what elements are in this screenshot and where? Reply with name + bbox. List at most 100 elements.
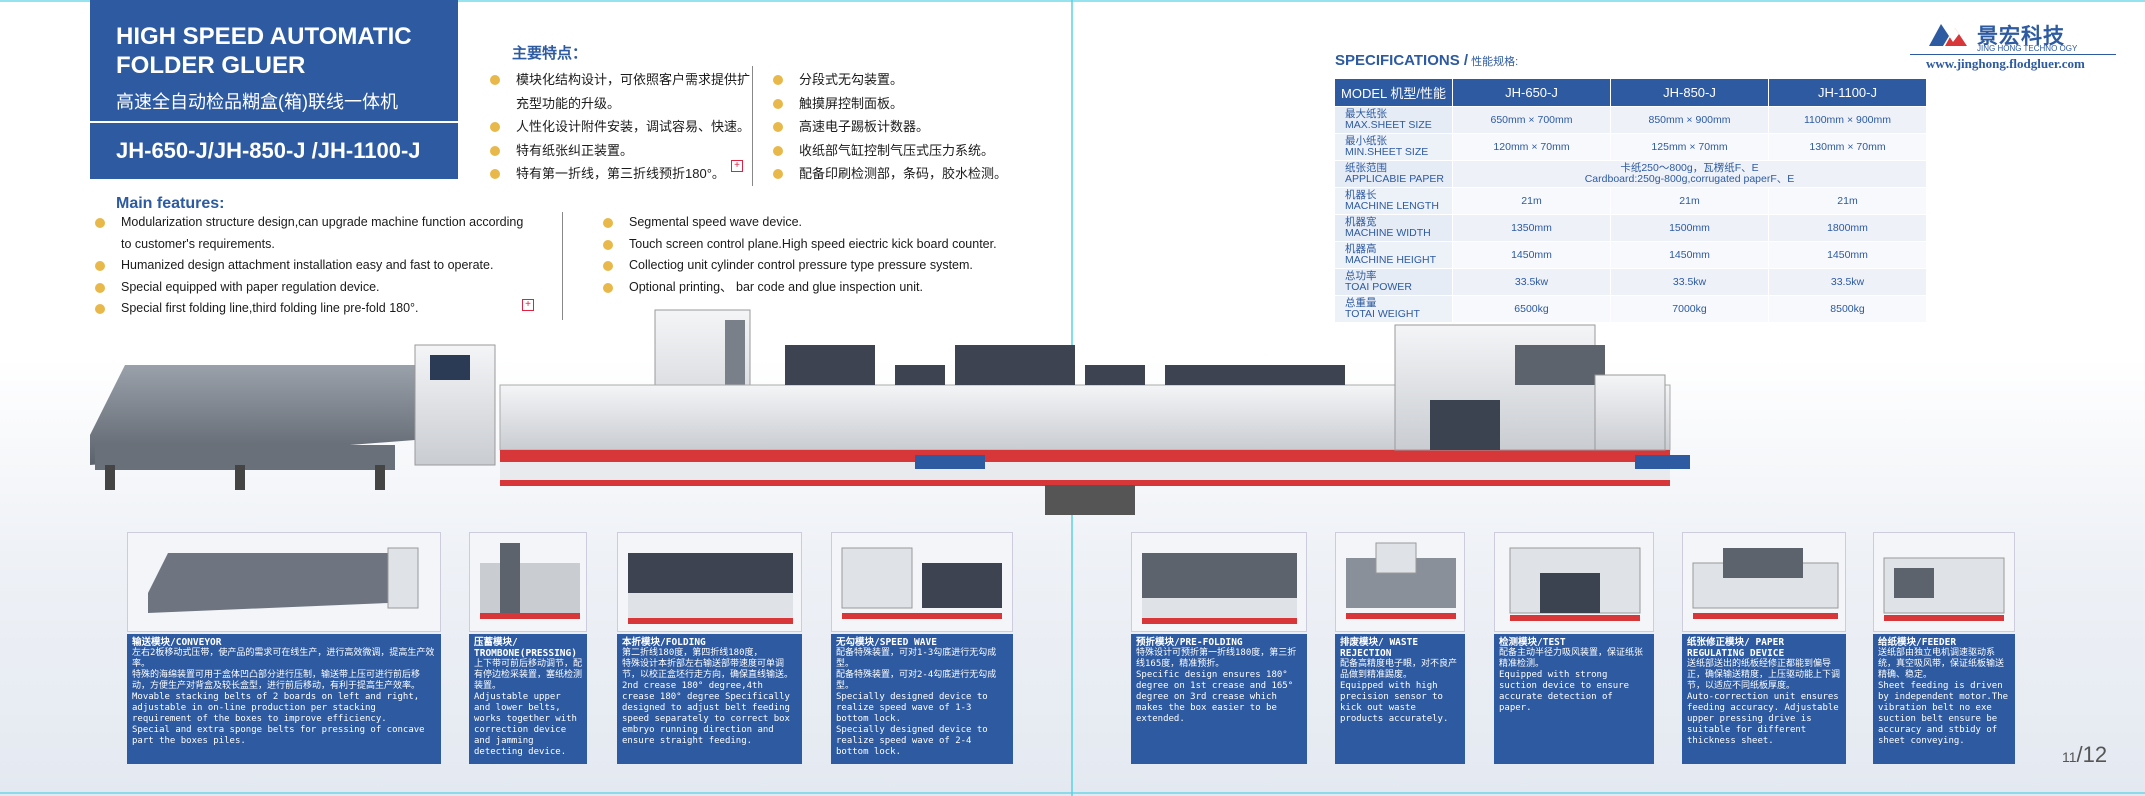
- website-link[interactable]: www.jinghong.flodgluer.com: [1926, 56, 2085, 71]
- module-photo: [469, 532, 587, 632]
- module-description: 特殊设计可预折第一折线180度，第三折线165度，精准预折。 Specific …: [1136, 648, 1297, 724]
- specs-label-en: MACHINE HEIGHT: [1345, 254, 1437, 266]
- logo-cn-text: 景宏科技: [1977, 25, 2065, 48]
- module-info: 压蓄模块/ TROMBONE(PRESSING) 上下带可前后移动调节，配有停边…: [469, 634, 587, 764]
- bullet-icon: [773, 75, 783, 85]
- conveyor-module-image: [148, 547, 419, 613]
- en-features-heading: Main features:: [116, 195, 225, 212]
- specs-table: MODEL 机型/性能 JH-650-J JH-850-J JH-1100-J …: [1334, 78, 1927, 323]
- cn-features-left: 模块化结构设计，可依照客户需求提供扩充型功能的升级。 人性化设计附件安装，调试容…: [490, 68, 752, 186]
- module-description: 送纸部送出的纸板经修正都能到偏导正，确保输送精度，上压驱动能上下调节，以适应不同…: [1687, 659, 1841, 746]
- bullet-icon: [95, 261, 105, 271]
- module-description: 配备特殊装置，可对1-3勾底进行无勾成型。 配备特殊装置，可对2-4勾底进行无勾…: [836, 648, 997, 757]
- specs-label-en: TOAI POWER: [1345, 281, 1412, 293]
- specs-label-en: MIN.SHEET SIZE: [1345, 146, 1429, 158]
- specs-value-cell: 卡纸250～800g，瓦楞纸F、E Cardboard:250g-800g,co…: [1452, 160, 1927, 188]
- bullet-icon: [773, 122, 783, 132]
- folder-gluer-machine-image: [90, 309, 1690, 515]
- en-feature-item: Special equipped with paper regulation d…: [95, 277, 535, 299]
- specs-label-en: MACHINE WIDTH: [1345, 227, 1431, 239]
- en-feature-item: Modularization structure design,can upgr…: [95, 212, 535, 255]
- en-feature-item: Humanized design attachment installation…: [95, 255, 535, 277]
- en-features-left: Modularization structure design,can upgr…: [95, 212, 535, 320]
- specs-label-en: APPLICABIE PAPER: [1345, 173, 1445, 185]
- module-info: 排废模块/ WASTE REJECTION 配备高精度电子眼，对不良产品做到精准…: [1335, 634, 1465, 764]
- module-photo: [127, 532, 441, 632]
- module-title: 输送模块/CONVEYOR: [132, 637, 222, 648]
- title-chinese: 高速全自动检品糊盒(箱)联线一体机: [116, 92, 398, 112]
- specs-header-cell: JH-650-J: [1452, 78, 1611, 107]
- bullet-icon: [490, 169, 500, 179]
- bullet-icon: [773, 145, 783, 156]
- bullet-icon: [95, 218, 105, 228]
- specs-header-cell: MODEL 机型/性能: [1334, 78, 1453, 107]
- module-title: 预折模块/PRE-FOLDING: [1136, 637, 1243, 648]
- module-title: 纸张修正模块/ PAPER REGULATING DEVICE: [1687, 637, 1785, 659]
- specs-label-cn: 最大纸张: [1345, 108, 1387, 120]
- specs-value-cell: 8500kg: [1768, 295, 1927, 323]
- test-module-image: [1509, 547, 1641, 621]
- module-description: 第二折线180度，第四折线180度， 特殊设计本折部左右输送部带速度可单调节，以…: [622, 648, 794, 746]
- page-number: 11/12: [2062, 742, 2108, 767]
- cn-features-right: 分段式无勾装置。 触摸屏控制面板。 高速电子踢板计数器。 收纸部气缸控制气压式压…: [773, 68, 1063, 186]
- module-title: 排废模块/ WASTE REJECTION: [1340, 637, 1419, 659]
- cn-feature-item: 分段式无勾装置。: [773, 68, 1063, 92]
- specs-value-cell: 1800mm: [1768, 214, 1927, 242]
- specs-value-cell: 120mm × 70mm: [1452, 133, 1611, 161]
- cn-feature-item: 高速电子踢板计数器。: [773, 115, 1063, 139]
- specs-label-cn: 机器长: [1345, 189, 1377, 201]
- title-divider: [90, 121, 458, 123]
- module-photo: [617, 532, 802, 632]
- module-info: 输送模块/CONVEYOR 左右2板移动式压带，使产品的需求可在线生产，进行高效…: [127, 634, 441, 764]
- bullet-icon: [490, 75, 500, 85]
- specs-label-cn: 机器宽: [1345, 216, 1377, 228]
- specs-value-cell: 21m: [1768, 187, 1927, 215]
- module-title: 无勾模块/SPEED WAVE: [836, 637, 937, 648]
- en-feature-item: Collectiog unit cylinder control pressur…: [603, 255, 1023, 277]
- module-photo: [1131, 532, 1307, 632]
- specs-heading: SPECIFICATIONS / 性能规格:: [1335, 52, 1519, 69]
- specs-value-cell: 1350mm: [1452, 214, 1611, 242]
- logo-en-text: JING HONG TECHNO OGY: [1977, 44, 2078, 53]
- specs-value-cell: 850mm × 900mm: [1610, 106, 1769, 134]
- en-feature-item: Special first folding line,third folding…: [95, 298, 535, 320]
- specs-header-cell: JH-850-J: [1610, 78, 1769, 107]
- bullet-icon: [603, 218, 613, 228]
- title-panel: HIGH SPEED AUTOMATIC FOLDER GLUER 高速全自动检…: [90, 0, 458, 179]
- module-info: 预折模块/PRE-FOLDING 特殊设计可预折第一折线180度，第三折线165…: [1131, 634, 1307, 764]
- trombone-module-image: [480, 543, 580, 619]
- module-description: 配备主动半径力吸风装置，保证纸张精准检测。 Equipped with stro…: [1499, 648, 1644, 713]
- module-description: 左右2板移动式压带，使产品的需求可在线生产，进行高效微调，提高生产效率。 特殊的…: [132, 648, 435, 746]
- bullet-icon: [773, 98, 783, 109]
- specs-value-cell: 1500mm: [1610, 214, 1769, 242]
- bullet-icon: [603, 239, 613, 250]
- module-info: 给纸模块/FEEDER 送纸部由独立电机调速驱动系统，真空吸风带，保证纸板输送精…: [1873, 634, 2015, 764]
- specs-label-cn: 总功率: [1345, 270, 1377, 282]
- specs-value-cell: 33.5kw: [1452, 268, 1611, 296]
- logo-underline: [1910, 54, 2116, 55]
- specs-value-cell: 21m: [1452, 187, 1611, 215]
- en-features-divider: [562, 212, 563, 320]
- specs-label-en: MACHINE LENGTH: [1345, 200, 1439, 212]
- module-info: 纸张修正模块/ PAPER REGULATING DEVICE 送纸部送出的纸板…: [1682, 634, 1846, 764]
- cn-features-divider: [752, 66, 753, 186]
- cn-feature-item: 模块化结构设计，可依照客户需求提供扩充型功能的升级。: [490, 68, 752, 115]
- en-feature-item: Optional printing、 bar code and glue ins…: [603, 277, 1023, 299]
- module-title: 检测模块/TEST: [1499, 637, 1566, 648]
- specs-value-cell: 1450mm: [1610, 241, 1769, 269]
- bullet-icon: [490, 145, 500, 156]
- bullet-icon: [773, 169, 783, 179]
- specs-label-cn: 总重量: [1345, 297, 1377, 309]
- bullet-icon: [603, 282, 613, 293]
- specs-value-cell: 6500kg: [1452, 295, 1611, 323]
- module-description: 送纸部由独立电机调速驱动系统，真空吸风带，保证纸板输送精确、稳定。 Sheet …: [1878, 648, 2009, 746]
